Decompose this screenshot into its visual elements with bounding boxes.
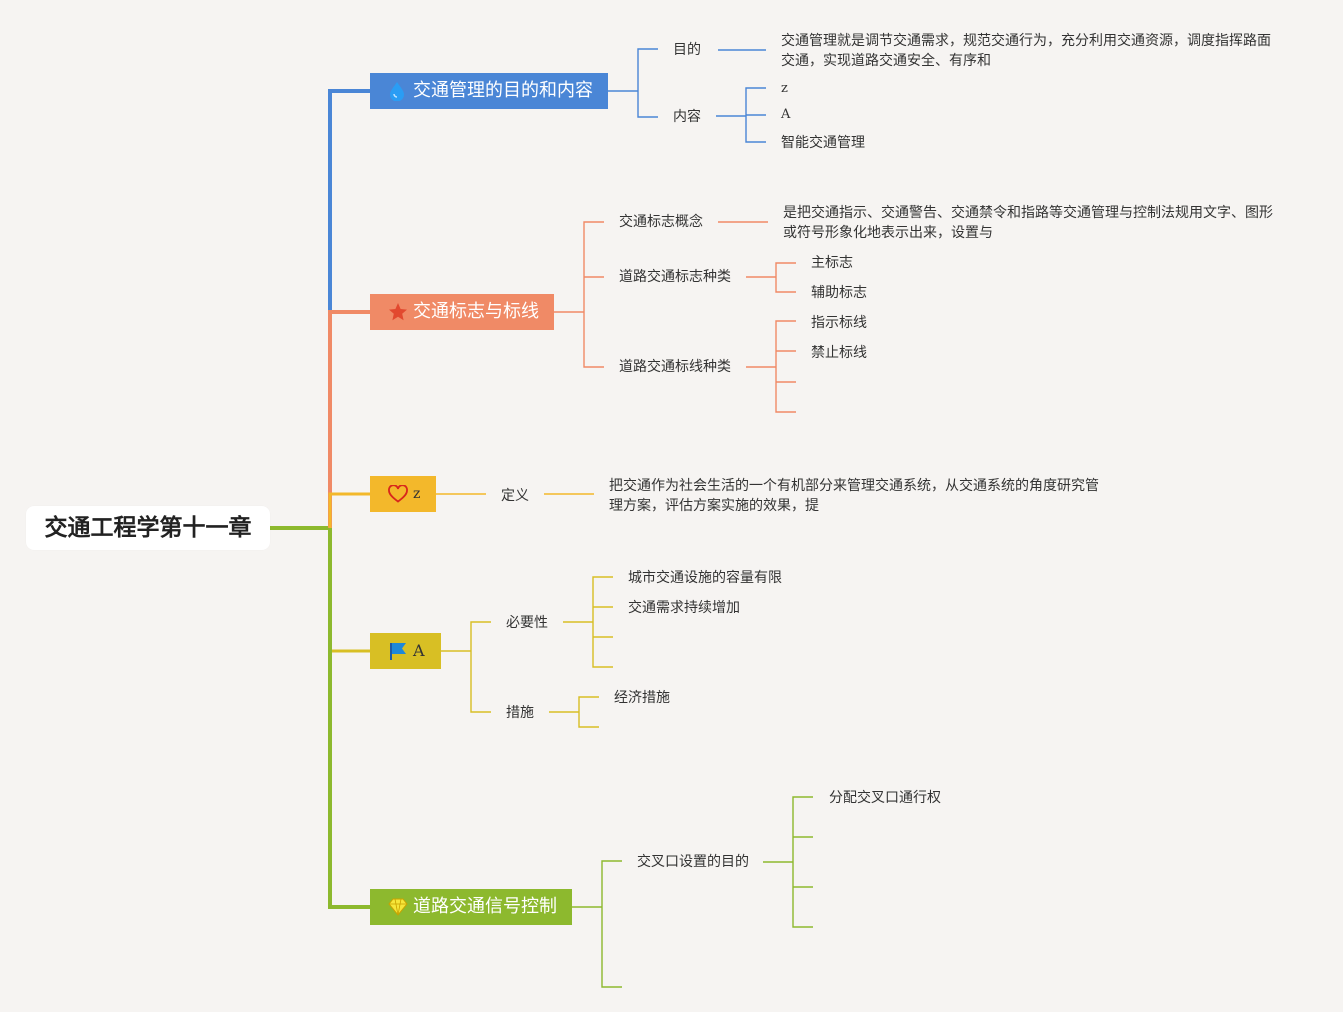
branch-signs-markings[interactable]: 交通标志与标线: [370, 294, 554, 330]
subtopic-marking-types[interactable]: 道路交通标线种类: [619, 359, 731, 375]
water-drop-icon: [388, 81, 410, 102]
branch-label: z: [413, 486, 421, 502]
star-icon: [388, 302, 410, 322]
subtopic-content[interactable]: 内容: [673, 109, 701, 125]
sign-type-auxiliary[interactable]: 辅助标志: [811, 285, 867, 301]
subtopic-sign-concept[interactable]: 交通标志概念: [619, 214, 703, 230]
branch-label: 交通管理的目的和内容: [413, 80, 593, 101]
purpose-description[interactable]: 交通管理就是调节交通需求，规范交通行为，充分利用交通资源，调度指挥路面 交通，实…: [781, 33, 1271, 69]
intersection-item-right-of-way[interactable]: 分配交叉口通行权: [829, 790, 941, 806]
subtopic-purpose[interactable]: 目的: [673, 42, 701, 58]
marking-type-prohibitive[interactable]: 禁止标线: [811, 345, 867, 361]
necessity-item-capacity[interactable]: 城市交通设施的容量有限: [628, 570, 782, 586]
sign-concept-description[interactable]: 是把交通指示、交通警告、交通禁令和指路等交通管理与控制法规用文字、图形 或符号形…: [783, 205, 1273, 241]
branch-label: 道路交通信号控制: [413, 896, 557, 917]
content-item-z[interactable]: z: [781, 81, 788, 96]
subtopic-sign-types[interactable]: 道路交通标志种类: [619, 269, 731, 285]
measures-item-economic[interactable]: 经济措施: [614, 690, 670, 706]
branch-traffic-management[interactable]: 交通管理的目的和内容: [370, 73, 608, 109]
branch-a[interactable]: A: [370, 633, 441, 669]
branch-z[interactable]: z: [370, 476, 436, 512]
subtopic-definition[interactable]: 定义: [501, 488, 529, 504]
diamond-icon: [388, 898, 410, 916]
root-topic[interactable]: 交通工程学第十一章: [26, 506, 270, 550]
subtopic-necessity[interactable]: 必要性: [506, 615, 548, 631]
content-item-intelligent[interactable]: 智能交通管理: [781, 135, 865, 151]
subtopic-measures[interactable]: 措施: [506, 705, 534, 721]
flag-icon: [388, 641, 410, 661]
branch-label: A: [413, 641, 425, 660]
heart-icon: [388, 484, 410, 503]
subtopic-intersection-purpose[interactable]: 交叉口设置的目的: [637, 854, 749, 870]
branch-signal-control[interactable]: 道路交通信号控制: [370, 889, 572, 925]
branch-label: 交通标志与标线: [413, 301, 539, 322]
necessity-item-demand[interactable]: 交通需求持续增加: [628, 600, 740, 616]
definition-description[interactable]: 把交通作为社会生活的一个有机部分来管理交通系统，从交通系统的角度研究管 理方案，…: [609, 478, 1099, 514]
sign-type-main[interactable]: 主标志: [811, 255, 853, 271]
content-item-a[interactable]: A: [781, 107, 791, 122]
marking-type-indicative[interactable]: 指示标线: [811, 315, 867, 331]
